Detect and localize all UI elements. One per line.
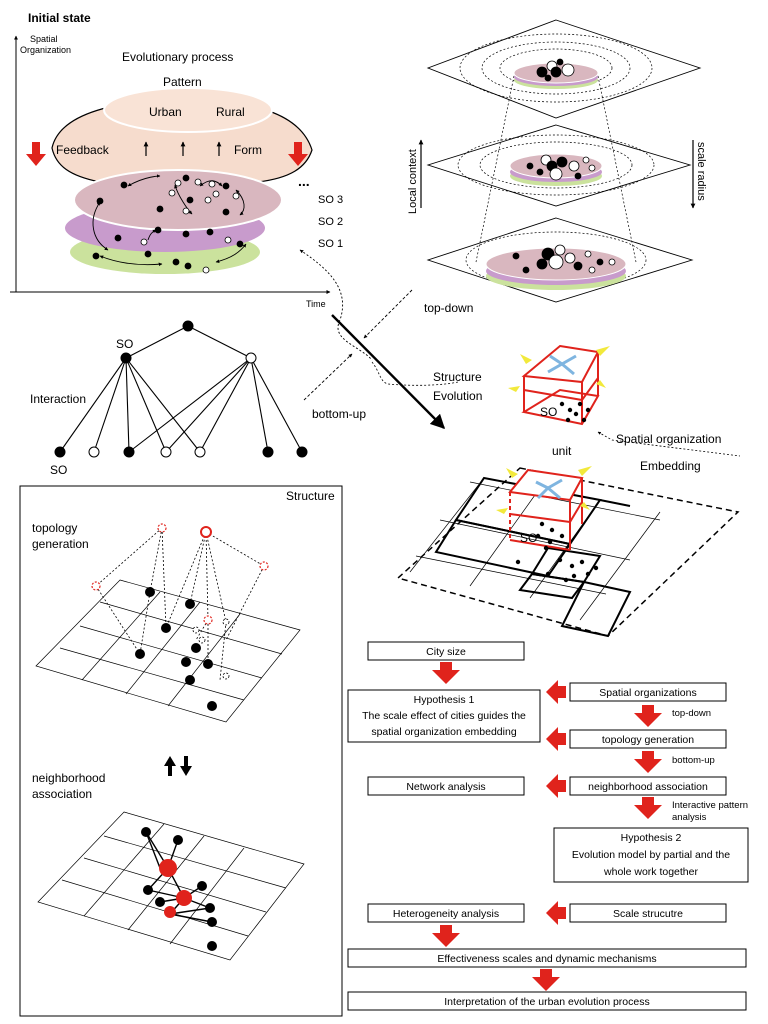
- hypothesis2-title: Hypothesis 2: [621, 832, 682, 844]
- hypothesis1-title: Hypothesis 1: [414, 694, 475, 706]
- hypothesis2-line1: Evolution model by partial and the: [572, 849, 730, 861]
- neighborhood-association-label-1: neighborhood: [32, 771, 105, 785]
- so-grid-label: SO: [520, 531, 537, 545]
- heterogeneity-text: Heterogeneity analysis: [393, 908, 499, 920]
- process-title: Evolutionary process: [122, 50, 233, 64]
- heterogeneity-box: [367, 903, 525, 923]
- interactive-pattern-label-1: Interactive pattern: [672, 800, 748, 811]
- hypothesis2-line2: whole work together: [603, 866, 698, 878]
- bottom-up-label: bottom-up: [312, 407, 366, 421]
- left-arrow-icon: [546, 774, 566, 798]
- feedback-arrow-left-icon: [26, 142, 46, 166]
- down-arrow-icon: [432, 925, 460, 947]
- bottom-up-arrow: [303, 353, 353, 401]
- up-down-arrows-icon: [164, 756, 192, 776]
- hypothesis2-box: [553, 827, 749, 883]
- so-unit-label: SO: [540, 405, 557, 419]
- pattern-label: Pattern: [163, 75, 202, 89]
- interaction-label: Interaction: [30, 392, 86, 406]
- scale-structure-box: [569, 903, 727, 923]
- structure-panel-title: Structure: [286, 489, 335, 503]
- down-arrow-icon: [634, 797, 662, 819]
- interaction-tree: SO Interaction SO: [30, 320, 308, 477]
- scale-structure-text: Scale strucutre: [613, 908, 683, 920]
- flowchart: City size Hypothesis 1 The scale effect …: [347, 641, 749, 1011]
- topology-generation-label-2: generation: [32, 537, 89, 551]
- evolution-label: Evolution: [433, 389, 482, 403]
- topology-generation-label-1: topology: [32, 521, 77, 535]
- so2-label: SO 2: [318, 216, 343, 228]
- network-analysis-box: [367, 776, 525, 796]
- network-analysis-text: Network analysis: [406, 781, 485, 793]
- neighborhood-association-text: neighborhood association: [588, 781, 708, 793]
- topology-generation-text: topology generation: [602, 734, 694, 746]
- time-arrow: [331, 314, 446, 430]
- hypothesis1-line2: spatial organization embedding: [371, 726, 517, 738]
- so1-label: SO 1: [318, 238, 343, 250]
- down-arrow-icon: [634, 705, 662, 727]
- timeline: top-down bottom-up Structure Evolution: [303, 289, 482, 430]
- hypothesis1-line1: The scale effect of cities guides the: [362, 710, 526, 722]
- pattern-ellipse: [103, 87, 273, 133]
- neighborhood-association-label-2: association: [32, 787, 92, 801]
- ellipsis-label: ...: [298, 173, 310, 189]
- scale-radius-label: scale radius: [695, 142, 707, 201]
- y-axis-label-2: Organization: [20, 45, 71, 55]
- so3-label: SO 3: [318, 194, 343, 206]
- so-bottom-label: SO: [50, 463, 67, 477]
- top-down-flow-label: top-down: [672, 708, 711, 719]
- urban-label: Urban: [149, 105, 182, 119]
- left-arrow-icon: [546, 727, 566, 751]
- initial-state-title: Initial state: [28, 11, 91, 25]
- structure-label: Structure: [433, 370, 482, 384]
- interactive-pattern-label-2: analysis: [672, 812, 707, 823]
- x-axis-label: Time: [306, 299, 326, 309]
- embedding-label: Embedding: [640, 459, 701, 473]
- left-arrow-icon: [546, 680, 566, 704]
- neighborhood-association-box: [569, 776, 727, 796]
- local-context-label: Local context: [407, 149, 419, 214]
- hypothesis1-box: [347, 689, 541, 743]
- form-label: Form: [234, 143, 262, 157]
- embedding-grid: SO: [396, 466, 740, 638]
- city-size-box: [367, 641, 525, 661]
- bottom-up-flow-label: bottom-up: [672, 755, 715, 766]
- spatial-organizations-box: [569, 682, 727, 702]
- y-axis-label-1: Spatial: [30, 34, 58, 44]
- feedback-arrow-right-icon: [288, 142, 308, 166]
- so-top-label: SO: [116, 337, 133, 351]
- evolutionary-process-panel: Initial state Spatial Organization Time …: [10, 11, 373, 361]
- unit-cube: SO Spatial organization unit Embedding: [508, 344, 741, 473]
- left-arrow-icon: [546, 901, 566, 925]
- down-arrow-icon: [634, 751, 662, 773]
- top-down-label: top-down: [424, 301, 473, 315]
- topology-generation-box: [569, 729, 727, 749]
- unit-label: unit: [552, 444, 572, 458]
- so3-layer: [73, 169, 283, 231]
- effectiveness-text: Effectiveness scales and dynamic mechani…: [437, 953, 656, 965]
- interpretation-text: Interpretation of the urban evolution pr…: [444, 996, 649, 1008]
- local-context-stack: Local context scale radius: [407, 19, 707, 303]
- rural-label: Rural: [216, 105, 245, 119]
- structure-panel: Structure topology generation: [19, 485, 343, 1017]
- spatial-organizations-text: Spatial organizations: [599, 687, 696, 699]
- top-down-arrow: [363, 289, 413, 339]
- feedback-label: Feedback: [56, 143, 110, 157]
- effectiveness-box: [347, 948, 747, 968]
- city-size-text: City size: [426, 646, 466, 658]
- down-arrow-icon: [432, 662, 460, 684]
- spatial-organization-label: Spatial organization: [616, 432, 721, 446]
- down-arrow-icon: [532, 969, 560, 991]
- timeline-link: [299, 249, 373, 361]
- interpretation-box: [347, 991, 747, 1011]
